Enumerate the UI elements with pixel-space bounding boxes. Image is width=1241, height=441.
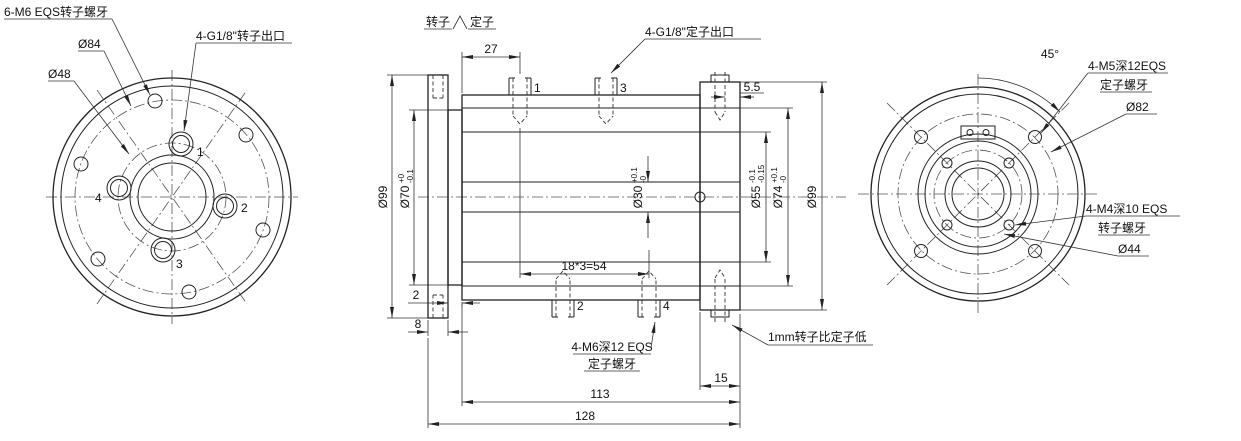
dim-dia99-right-value: Ø99 xyxy=(805,185,819,208)
rotor-outlet-label: 4-G1/8"转子出口 xyxy=(196,28,285,43)
right-view: 45° 4-M5深12EQS 定子螺牙 Ø82 4-M4深10 EQS 转子螺牙… xyxy=(858,47,1180,314)
dim-128: 128 xyxy=(427,338,740,428)
left-view: 1 2 3 4 6-M6 EQS转子螺牙 Ø84 Ø48 4-G1/8"转子出口 xyxy=(4,4,298,324)
dim-5-5: 5.5 xyxy=(711,80,764,99)
stator-thread-line1: 4-M6深12 EQS xyxy=(571,340,652,354)
right-view-outline xyxy=(870,86,1086,302)
left-port-4-label: 4 xyxy=(95,191,102,205)
dim-2: 2 xyxy=(408,288,480,307)
dim-dia74-value: Ø74 xyxy=(771,185,785,208)
dim-8-value: 8 xyxy=(415,317,422,331)
section-ports: 1 3 2 4 xyxy=(508,77,670,318)
dia82-value: Ø82 xyxy=(1126,100,1149,114)
dim-15-value: 15 xyxy=(714,371,728,385)
dim-dia55-value: Ø55 xyxy=(749,185,763,208)
left-port-3-label: 3 xyxy=(176,257,183,271)
dim-dia55-sub: -0.15 xyxy=(757,164,766,183)
dia82-note: Ø82 xyxy=(1050,100,1157,153)
dim-dia99-left: Ø99 xyxy=(376,74,428,319)
dim-5-5-value: 5.5 xyxy=(744,80,761,94)
dim-8: 8 xyxy=(408,317,468,336)
dim-dia74-sub: -0 xyxy=(779,175,788,183)
dim-dia70-sup: +0 xyxy=(397,173,406,183)
dim-dia30-sup: +0.1 xyxy=(630,167,639,183)
dim-dia30: Ø30 +0.1 -0 xyxy=(630,156,650,238)
stator-outlet-text: 4-G1/8"定子出口 xyxy=(645,24,734,39)
section-port-4-label: 4 xyxy=(663,299,670,313)
dim-15: 15 xyxy=(699,312,741,428)
dim-dia55-sup: -0.1 xyxy=(748,169,757,183)
dim-dia55: Ø55 -0.1 -0.15 xyxy=(740,131,771,263)
m5-thread-line1: 4-M5深12EQS xyxy=(1088,59,1166,73)
dim-45deg: 45° xyxy=(977,47,1061,113)
dim-2-value: 2 xyxy=(413,288,420,302)
offset-note-text: 1mm转子比定子低 xyxy=(768,329,867,344)
rotor-label: 转子 xyxy=(426,14,450,29)
stator-thread-note: 4-M6深12 EQS 定子螺牙 xyxy=(571,321,656,372)
section-port-1-label: 1 xyxy=(534,81,541,95)
section-port-2-label: 2 xyxy=(577,299,584,313)
rotor-flange-thread-note: 4-M4深10 EQS 转子螺牙 xyxy=(1014,202,1180,236)
dia44-value: Ø44 xyxy=(1118,242,1141,256)
dim-port-pitch: 18*3=54 xyxy=(519,128,650,278)
right-view-centerlines xyxy=(858,74,1098,314)
dim-dia70-sub: -0.1 xyxy=(406,169,415,183)
dim-dia99-right: Ø99 xyxy=(740,81,827,311)
left-view-bolt-holes xyxy=(73,93,271,300)
dim-dia74: Ø74 +0.1 -0 xyxy=(740,107,793,287)
dim-45deg-value: 45° xyxy=(1041,47,1059,61)
dim-113-value: 113 xyxy=(590,387,609,401)
rotor-thread-label: 6-M6 EQS转子螺牙 xyxy=(4,4,108,19)
dim-port-pitch-value: 18*3=54 xyxy=(561,259,606,273)
dim-27: 27 xyxy=(461,42,521,93)
dia48-label: Ø48 xyxy=(48,67,71,81)
section-outline xyxy=(427,72,741,322)
dia44-note: Ø44 xyxy=(1003,233,1149,257)
section-port-3-label: 3 xyxy=(620,81,627,95)
section-view: 1 3 2 4 转子 定子 27 4-G1/8"定子出口 5.5 xyxy=(376,14,873,428)
right-view-bolt-holes xyxy=(914,130,1042,258)
rotor-stator-split-label: 转子 定子 xyxy=(424,14,496,30)
stator-flange-thread-note: 4-M5深12EQS 定子螺牙 xyxy=(1040,59,1168,134)
dim-dia99-left-value: Ø99 xyxy=(376,185,390,208)
left-view-outline xyxy=(52,77,292,317)
dim-dia30-value: Ø30 xyxy=(631,185,645,208)
dim-128-value: 128 xyxy=(575,409,595,423)
offset-note: 1mm转子比定子低 xyxy=(731,324,873,346)
dim-113: 113 xyxy=(461,304,740,406)
dim-dia70-value: Ø70 xyxy=(398,185,412,208)
m5-thread-line2: 定子螺牙 xyxy=(1100,77,1148,92)
m4-thread-line2: 转子螺牙 xyxy=(1098,220,1146,235)
dim-dia30-sub: -0 xyxy=(639,175,648,183)
dim-27-value: 27 xyxy=(484,42,498,56)
left-view-ports: 1 2 3 4 xyxy=(95,131,248,271)
left-port-1-label: 1 xyxy=(197,145,204,159)
dim-dia70: Ø70 +0 -0.1 xyxy=(397,109,448,286)
dia84-label: Ø84 xyxy=(78,37,101,51)
stator-outlet-label: 4-G1/8"定子出口 xyxy=(610,24,761,74)
left-view-centerlines xyxy=(46,70,298,324)
dim-dia74-sup: +0.1 xyxy=(770,167,779,183)
stator-thread-line2: 定子螺牙 xyxy=(588,356,636,371)
stator-label: 定子 xyxy=(470,14,494,29)
left-view-annotations: 6-M6 EQS转子螺牙 Ø84 Ø48 4-G1/8"转子出口 xyxy=(4,4,292,155)
left-port-2-label: 2 xyxy=(241,201,248,215)
m4-thread-line1: 4-M4深10 EQS xyxy=(1086,202,1167,216)
